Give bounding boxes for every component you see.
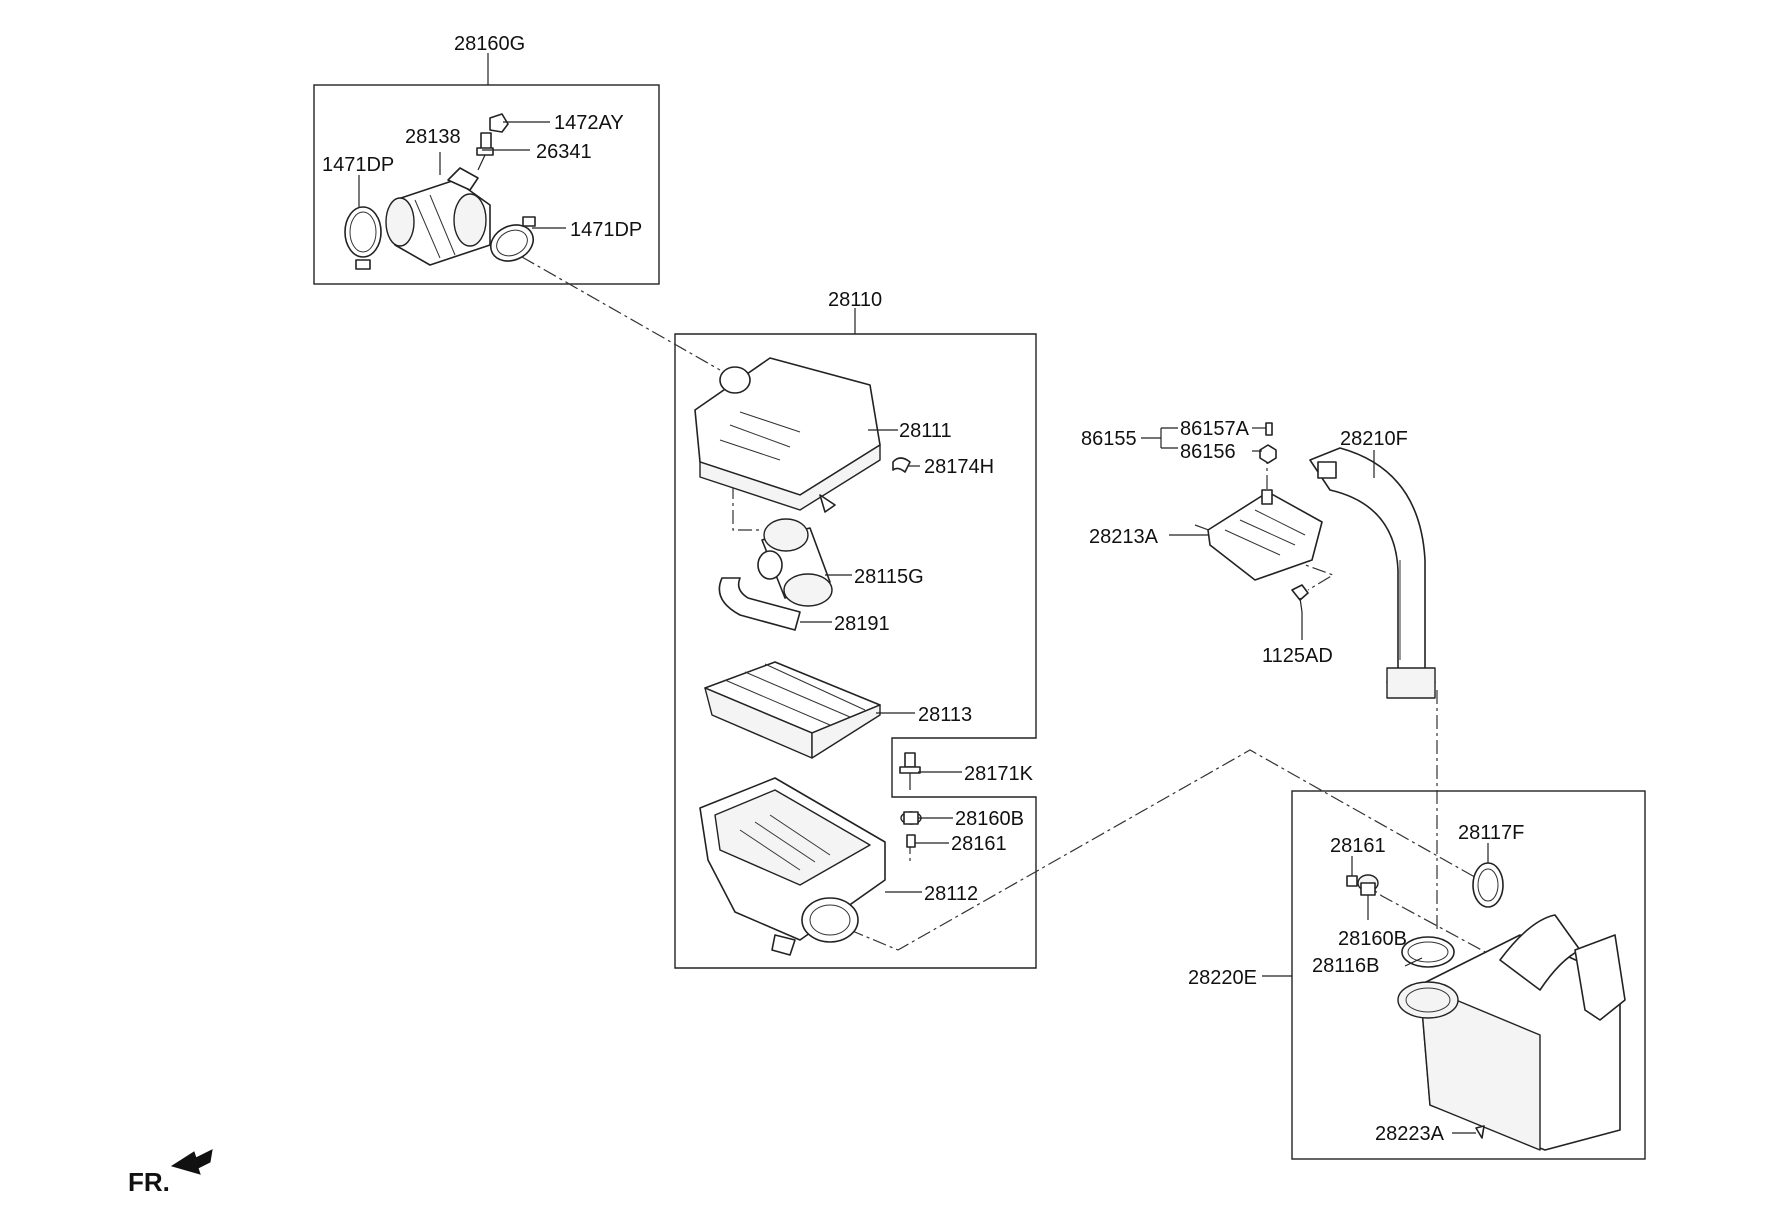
label-28115G: 28115G: [854, 566, 924, 588]
air-duct-28213A: [1207, 489, 1323, 581]
bolt-28171K: [899, 752, 921, 790]
grommet-28160B-right: [1357, 874, 1379, 896]
clip-28174H: [892, 457, 911, 473]
front-label: FR.: [128, 1167, 170, 1197]
connector-line: [521, 256, 721, 371]
bolt-1125AD: [1291, 584, 1309, 613]
label-28113: 28113: [918, 704, 972, 726]
air-hose-28191: [718, 577, 801, 631]
clamp-bolt-1472AY: [489, 113, 509, 133]
resonator-assembly: [1397, 914, 1626, 1151]
label-86157A: 86157A: [1180, 418, 1250, 440]
label-28220E: 28220E: [1188, 967, 1257, 989]
label-26341: 26341: [536, 141, 592, 163]
label-28110: 28110: [828, 289, 882, 311]
fastener-86157A: [1265, 422, 1273, 436]
label-28171K: 28171K: [964, 763, 1034, 785]
label-28160B-mid: 28160B: [955, 808, 1024, 830]
nut-86156: [1259, 444, 1277, 464]
label-28112: 28112: [924, 883, 978, 905]
label-1472AY: 1472AY: [554, 112, 624, 134]
label-28161-right: 28161: [1330, 835, 1386, 857]
label-28160G: 28160G: [454, 33, 525, 55]
group-box-28160G: [313, 84, 660, 285]
label-28174H: 28174H: [924, 456, 994, 478]
label-86155: 86155: [1081, 428, 1137, 450]
connector-line: [849, 749, 1481, 951]
label-1471DP-right: 1471DP: [570, 219, 642, 241]
label-28223A: 28223A: [1375, 1123, 1445, 1145]
hose-clamp-left: [344, 206, 382, 270]
label-28160B-right: 28160B: [1338, 928, 1407, 950]
label-28161-mid: 28161: [951, 833, 1007, 855]
air-cleaner-cover: [694, 357, 881, 513]
pin-28161-mid: [906, 834, 916, 848]
intake-hose-28210F: [1309, 447, 1436, 699]
label-28138: 28138: [405, 126, 461, 148]
grommet-28160B-mid: [900, 811, 922, 825]
sensor-26341: [476, 132, 494, 171]
label-1471DP-left: 1471DP: [322, 154, 394, 176]
label-28213A: 28213A: [1089, 526, 1159, 548]
clip-28223A: [1475, 1125, 1485, 1139]
air-cleaner-body: [699, 777, 886, 956]
label-86156: 86156: [1180, 441, 1236, 463]
air-flow-sensor-housing: [385, 167, 491, 266]
group-box-28220E: [1291, 790, 1646, 1160]
label-1125AD: 1125AD: [1262, 645, 1333, 667]
seal-ring-28116B: [1401, 936, 1455, 968]
label-28117F: 28117F: [1458, 822, 1524, 844]
air-filter-element: [704, 661, 881, 759]
label-28191: 28191: [834, 613, 890, 635]
pin-28161-right: [1346, 875, 1358, 887]
label-28116B: 28116B: [1312, 955, 1379, 977]
resonator: [757, 518, 833, 607]
front-arrow-icon: [170, 1149, 213, 1175]
front-direction-indicator: FR.: [128, 1149, 213, 1197]
label-28210F: 28210F: [1340, 428, 1408, 450]
label-28111: 28111: [899, 420, 952, 442]
hose-clamp-right: [490, 216, 536, 262]
connector-line: [732, 460, 760, 531]
group-box-28110: [674, 333, 1037, 969]
clamp-ring-28117F: [1472, 862, 1504, 908]
